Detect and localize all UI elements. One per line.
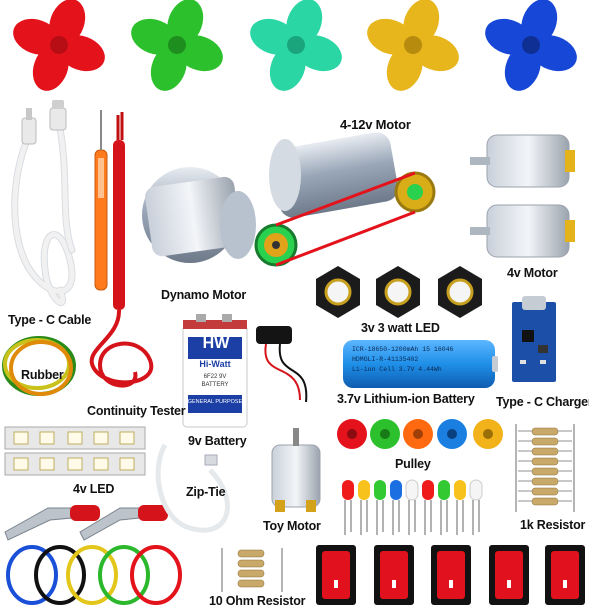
label-1k-resistor: 1k Resistor	[520, 518, 586, 532]
led-5mm-row	[342, 479, 483, 535]
label-zip-tie: Zip-Tie	[186, 485, 226, 499]
battery-9v	[182, 314, 248, 428]
motor-4v-top	[470, 134, 575, 188]
label-lithium-battery: 3.7v Lithium-ion Battery	[337, 392, 475, 406]
label-pulley: Pulley	[395, 457, 431, 471]
label-4v-motor: 4v Motor	[507, 266, 558, 280]
label-4-12v-motor: 4-12v Motor	[340, 117, 411, 132]
pulleys	[337, 419, 503, 449]
lithium-print-2: HDMGLI-R-41135402	[352, 356, 419, 363]
label-10-ohm-resistor: 10 Ohm Resistor	[209, 594, 306, 608]
alligator-clips	[4, 505, 168, 541]
type-c-plug	[49, 107, 67, 131]
rubber-bands	[2, 336, 76, 396]
lithium-battery	[343, 340, 498, 388]
led-3w-2	[376, 266, 420, 318]
fan-teal	[234, 0, 358, 107]
fan-red	[0, 0, 121, 107]
battery-type: BATTERY	[201, 382, 229, 388]
label-9v-battery: 9v Battery	[188, 434, 247, 448]
battery-brand: HW	[202, 335, 230, 352]
label-rubber: Rubber	[21, 368, 64, 382]
fan-yellow	[351, 0, 475, 107]
lithium-print-3: Li-ion Cell 3.7V 4.44Wh	[352, 366, 442, 373]
label-3v-3w-led: 3v 3 watt LED	[361, 321, 440, 335]
fan-blue	[469, 0, 589, 107]
battery-purpose: GENERAL PURPOSE	[187, 399, 243, 405]
label-type-c-charger: Type - C Charger	[496, 395, 589, 409]
label-type-c-cable: Type - C Cable	[8, 313, 92, 327]
battery-clip	[256, 326, 308, 403]
lithium-print-1: ICR-18650-1200mAh 15 16046	[352, 346, 454, 353]
continuity-tester	[89, 110, 154, 388]
type-c-cable	[11, 116, 76, 306]
rocker-switches	[316, 545, 585, 605]
fan-green	[115, 0, 239, 107]
battery-name: Hi-Watt	[199, 359, 231, 369]
zip-tie	[155, 443, 230, 533]
label-toy-motor: Toy Motor	[263, 519, 321, 533]
type-c-charger-board	[512, 296, 556, 382]
toy-motor	[271, 428, 321, 512]
resistor-1k-stack	[515, 424, 575, 512]
led-3w-1	[316, 266, 360, 318]
usb-plug	[21, 117, 37, 145]
label-4v-led: 4v LED	[73, 482, 115, 496]
label-continuity-tester: Continuity Tester	[87, 404, 186, 418]
motor-4v-bottom	[470, 204, 575, 258]
dynamo-motor	[142, 167, 298, 267]
battery-code: 6F22 9V	[203, 374, 227, 380]
resistor-10ohm-stack	[221, 548, 283, 592]
belt	[275, 171, 416, 267]
led-3w-3	[438, 266, 482, 318]
label-dynamo-motor: Dynamo Motor	[161, 288, 247, 302]
wire-bundles	[6, 545, 182, 605]
